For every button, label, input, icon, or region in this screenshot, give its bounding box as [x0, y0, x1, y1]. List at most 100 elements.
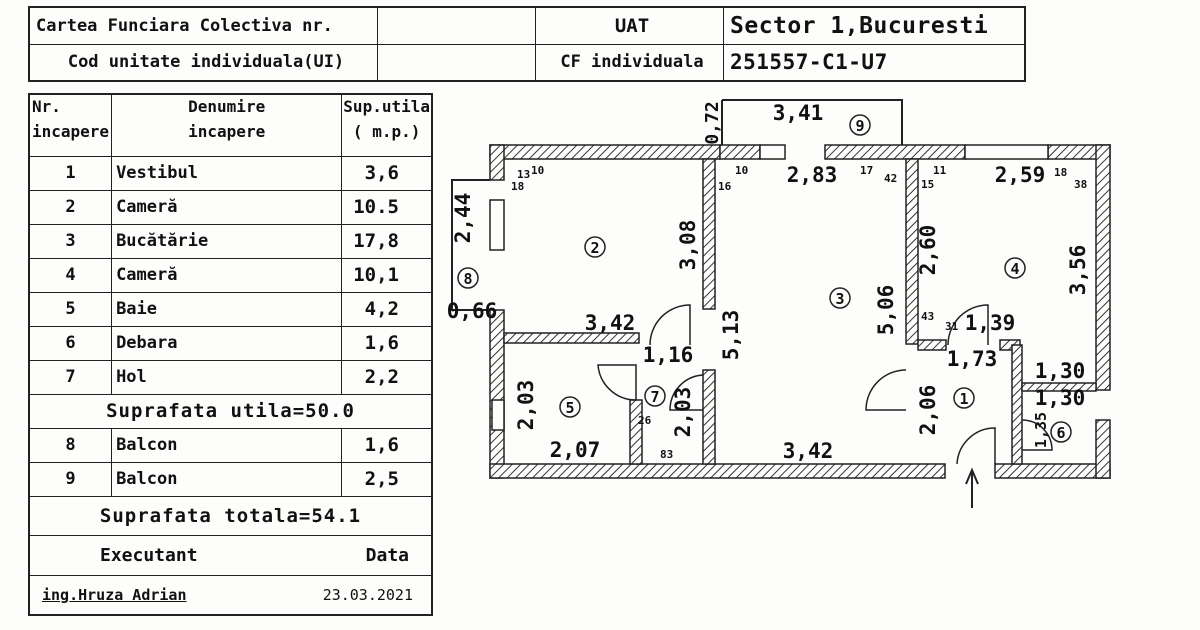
- cf-value: [377, 6, 536, 45]
- col-nr-line1: Nr.: [32, 97, 61, 116]
- balcony-9-outline: [722, 99, 903, 145]
- wall-bottom-left: [489, 463, 946, 479]
- small-num-15: 83: [660, 448, 673, 461]
- dim-room2-h: 3,08: [676, 220, 700, 271]
- balcony-area: 1,6: [341, 427, 433, 463]
- wall-debara-left: [1011, 344, 1023, 465]
- small-num-3: 18: [511, 180, 524, 193]
- room-area: 17,8: [341, 223, 433, 259]
- wall-hol-kitchen: [702, 369, 716, 465]
- ui-value: [377, 43, 536, 82]
- small-num-6: 17: [860, 164, 873, 177]
- room-nr: 7: [28, 359, 113, 395]
- dim-debara-w: 1,30: [1035, 359, 1086, 383]
- dim-vest-w2: 1,73: [947, 347, 998, 371]
- dim-balcony-left-h: 2,44: [451, 193, 475, 244]
- room-label-9: 9: [855, 117, 864, 135]
- small-num-13: 31: [945, 320, 959, 333]
- room-label-7: 7: [650, 388, 659, 406]
- room-name: Cameră: [111, 257, 343, 293]
- small-num-1: 13: [517, 168, 530, 181]
- dim-debara-w2: 1,30: [1035, 386, 1086, 410]
- dim-kitchen-right: 5,06: [874, 285, 898, 336]
- room-name: Hol: [111, 359, 343, 395]
- balcony-8-outline: [451, 179, 490, 311]
- dim-debara-h: 1,35: [1032, 412, 1050, 448]
- col-name-line1: Denumire: [188, 97, 266, 116]
- wall-top-mid-right: [824, 144, 966, 160]
- room-label-4: 4: [1010, 260, 1019, 278]
- small-num-9: 15: [921, 178, 934, 191]
- small-num-8: 11: [933, 164, 947, 177]
- executant-name: ing.Hruza Adrian: [42, 585, 187, 604]
- wall-room2-kitchen: [702, 158, 716, 310]
- wall-right-bottom: [1095, 419, 1111, 479]
- door-hol: [669, 374, 704, 411]
- ui-label: Cod unitate individuala(UI): [28, 43, 378, 82]
- sup-totala: Suprafata totala=54.1: [28, 495, 433, 536]
- balcony-nr: 8: [28, 427, 113, 463]
- executant-date: 23.03.2021: [322, 585, 413, 604]
- door-debara: [1021, 419, 1053, 451]
- dim-room4-top: 2,59: [995, 163, 1046, 187]
- small-num-4: 10: [735, 164, 748, 177]
- room-label-2: 2: [590, 239, 599, 257]
- window-room4: [964, 144, 1049, 160]
- room-label-6: 6: [1056, 424, 1065, 442]
- dim-balcony-left-w: 0,66: [447, 299, 498, 323]
- wall-left-top: [489, 144, 505, 181]
- room-label-5: 5: [565, 399, 574, 417]
- rooms-table: Nr. incapere Denumire incapere Sup.utila…: [28, 93, 433, 616]
- wall-debara-top: [1021, 382, 1097, 392]
- dim-kitchen-top: 2,83: [787, 163, 838, 187]
- wall-bottom-right: [994, 463, 1111, 479]
- wall-right-top: [1095, 144, 1111, 391]
- room-label-8: 8: [463, 270, 472, 288]
- wall-room2-bottom: [503, 332, 640, 344]
- col-nr-line2: incapere: [32, 122, 110, 141]
- dim-hol-w: 1,16: [643, 343, 694, 367]
- room-label-3: 3: [835, 290, 844, 308]
- dim-vest-w: 1,39: [965, 311, 1016, 335]
- wall-kitchen-room4: [905, 158, 919, 345]
- dim-hol-h: 2,03: [671, 387, 695, 438]
- dim-balcony-top: 3,41: [773, 101, 824, 125]
- col-area-header: Sup.utila ( m.p.): [341, 93, 433, 157]
- room-label-1: 1: [959, 390, 968, 408]
- room-nr: 3: [28, 223, 113, 259]
- col-name-line2: incapere: [188, 122, 266, 141]
- room-nr: 6: [28, 325, 113, 361]
- dim-room4-right: 3,56: [1066, 245, 1090, 296]
- executant-label: Executant: [100, 544, 198, 566]
- door-room2: [649, 304, 691, 346]
- room-area: 10.5: [341, 189, 433, 225]
- door-kitchen: [865, 369, 907, 411]
- door-bath: [597, 364, 637, 401]
- col-area-line2: ( m.p.): [352, 122, 421, 141]
- small-num-14: 26: [638, 414, 652, 427]
- window-room2: [489, 199, 505, 251]
- dim-balcony-side: 0,72: [702, 101, 723, 144]
- room-area: 3,6: [341, 155, 433, 191]
- wall-left-bottom: [489, 309, 505, 479]
- header-table: Cartea Funciara Colectiva nr. UAT Sector…: [28, 6, 1026, 82]
- dim-vest-h: 2,06: [916, 385, 940, 436]
- windows: [489, 144, 1049, 431]
- window-kitchen-left: [759, 144, 786, 160]
- balcony-area: 2,5: [341, 461, 433, 497]
- entrance-arrow-head: [965, 467, 979, 485]
- room-area: 4,2: [341, 291, 433, 327]
- dim-bath-h: 2,03: [514, 380, 538, 431]
- dim-room4-h: 2,60: [916, 225, 940, 276]
- cf-individual-label: CF individuala: [535, 43, 724, 82]
- date-label: Data: [365, 544, 409, 566]
- door-entrance: [956, 427, 996, 465]
- small-num-2: 10: [531, 164, 544, 177]
- window-bath: [491, 399, 505, 431]
